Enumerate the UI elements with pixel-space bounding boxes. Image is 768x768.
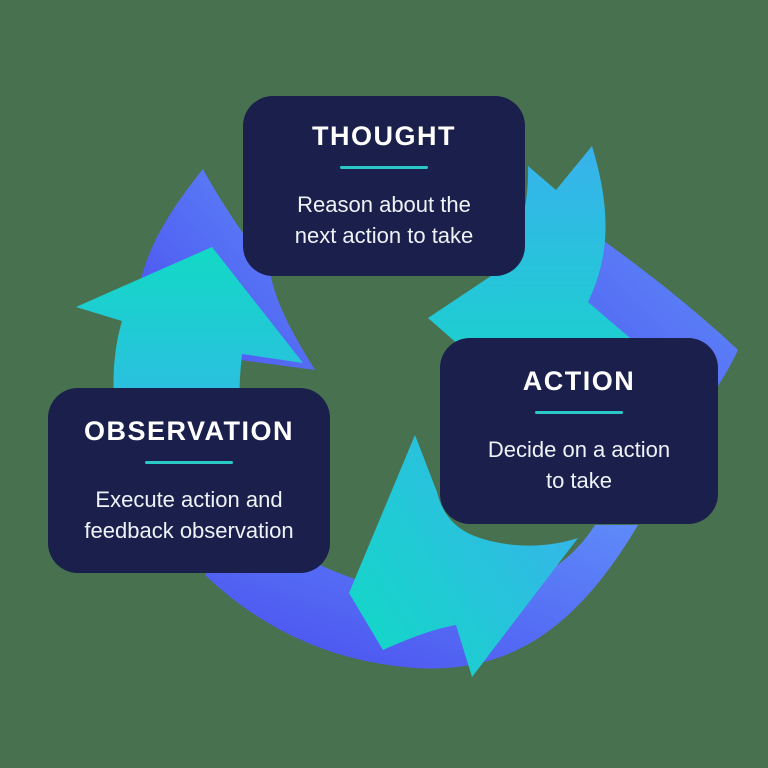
description-line: Decide on a action: [487, 437, 671, 462]
title-underline: [145, 460, 233, 464]
description-line: to take: [545, 468, 613, 493]
node-description-action: Decide on a action to take: [488, 434, 670, 496]
node-card-observation: OBSERVATION Execute action and feedback …: [48, 388, 330, 573]
title-underline: [535, 411, 623, 414]
node-card-thought: THOUGHT Reason about the next action to …: [243, 96, 525, 276]
arrow-left-action-to-observation-icon: [349, 435, 578, 677]
node-description-observation: Execute action and feedback observation: [84, 484, 293, 546]
node-title-thought: THOUGHT: [312, 121, 456, 151]
description-line: Reason about the: [297, 192, 471, 217]
description-line: feedback observation: [84, 517, 294, 543]
node-card-action: ACTION Decide on a action to take: [440, 338, 718, 524]
description-line: Execute action and: [95, 486, 283, 512]
description-line: next action to take: [294, 223, 474, 248]
node-title-action: ACTION: [522, 366, 636, 396]
node-title-observation: OBSERVATION: [83, 415, 295, 446]
title-underline: [340, 166, 428, 169]
node-description-thought: Reason about the next action to take: [295, 189, 474, 251]
